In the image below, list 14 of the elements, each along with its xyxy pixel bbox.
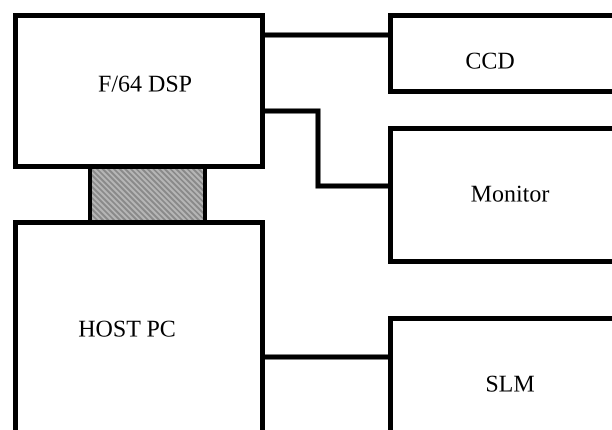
block-box bbox=[388, 13, 612, 94]
block-label: HOST PC bbox=[78, 316, 176, 344]
connector-line bbox=[265, 32, 388, 38]
block-label: Monitor bbox=[470, 182, 550, 208]
connector-line bbox=[265, 108, 388, 188]
connector-block bbox=[88, 169, 207, 222]
block-box bbox=[388, 126, 612, 264]
block-box bbox=[13, 220, 265, 430]
connector-line bbox=[265, 354, 388, 360]
block-box bbox=[13, 13, 265, 169]
block-label: CCD bbox=[465, 48, 515, 76]
block-box bbox=[388, 316, 612, 430]
block-label: SLM bbox=[485, 372, 535, 398]
block-label: F/64 DSP bbox=[98, 72, 192, 98]
